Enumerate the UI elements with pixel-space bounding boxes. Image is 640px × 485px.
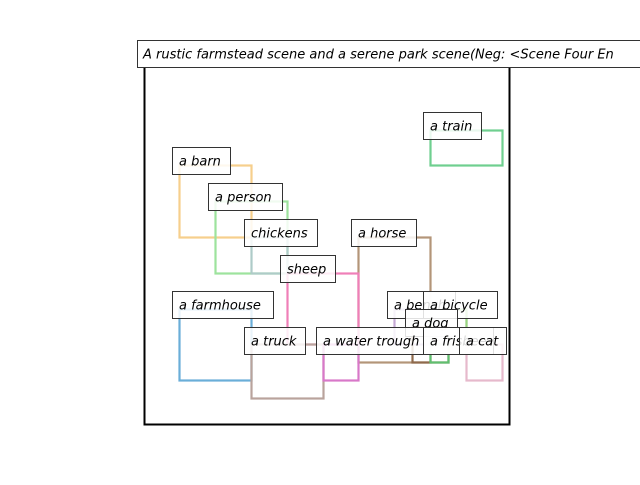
label-layer: a train a barn a person chickens a horse shee… bbox=[173, 113, 507, 355]
label-text-truck: a truck bbox=[251, 335, 297, 350]
bbox-farmhouse bbox=[180, 310, 252, 381]
label-text-chickens: chickens bbox=[251, 227, 308, 242]
label-text-sheep: sheep bbox=[287, 263, 326, 278]
label-person: a person bbox=[209, 184, 283, 211]
label-cat: a cat bbox=[460, 328, 507, 355]
label-chickens: chickens bbox=[245, 220, 318, 247]
label-text-train: a train bbox=[430, 120, 472, 135]
label-text-horse: a horse bbox=[358, 227, 406, 242]
label-barn: a barn bbox=[173, 148, 231, 175]
label-text-person: a person bbox=[215, 191, 272, 206]
label-truck: a truck bbox=[245, 328, 306, 355]
label-sheep: sheep bbox=[281, 256, 336, 283]
label-farmhouse: a farmhouse bbox=[173, 292, 274, 319]
diagram-title: A rustic farmstead scene and a serene pa… bbox=[142, 48, 614, 63]
label-text-water-trough: a water trough bbox=[323, 335, 419, 350]
label-train: a train bbox=[424, 113, 482, 140]
title-group: A rustic farmstead scene and a serene pa… bbox=[138, 41, 640, 68]
label-horse: a horse bbox=[352, 220, 417, 247]
label-text-cat: a cat bbox=[466, 335, 499, 350]
label-text-farmhouse: a farmhouse bbox=[179, 299, 261, 314]
label-text-barn: a barn bbox=[179, 155, 221, 170]
